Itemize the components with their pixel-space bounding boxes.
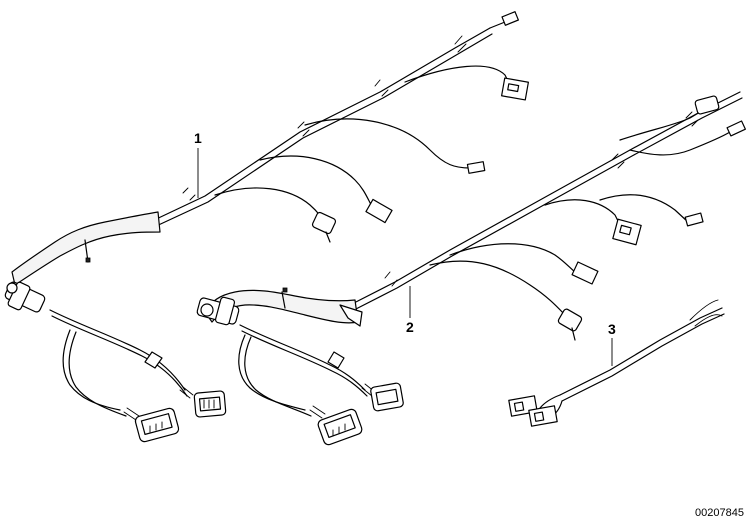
callout-3-label: 3 xyxy=(608,321,616,337)
adapter-cable-3 xyxy=(508,299,725,427)
harness-1-flat-connector xyxy=(365,198,393,224)
callout-1-label: 1 xyxy=(194,130,202,146)
callout-2-label: 2 xyxy=(406,319,414,335)
wiring-harness-1 xyxy=(4,11,529,443)
harness-2-sensor xyxy=(557,308,583,332)
harness-2-flat-connector xyxy=(571,261,599,285)
harness-2-conduit xyxy=(204,289,359,324)
harness-2-main-trunk xyxy=(349,91,741,306)
harness-1-sensor xyxy=(311,211,337,235)
document-number: 00207845 xyxy=(695,507,744,519)
harness-2-top-connector xyxy=(694,95,720,115)
harness-1-main-trunk xyxy=(149,27,491,223)
wiring-harness-2 xyxy=(196,91,746,446)
